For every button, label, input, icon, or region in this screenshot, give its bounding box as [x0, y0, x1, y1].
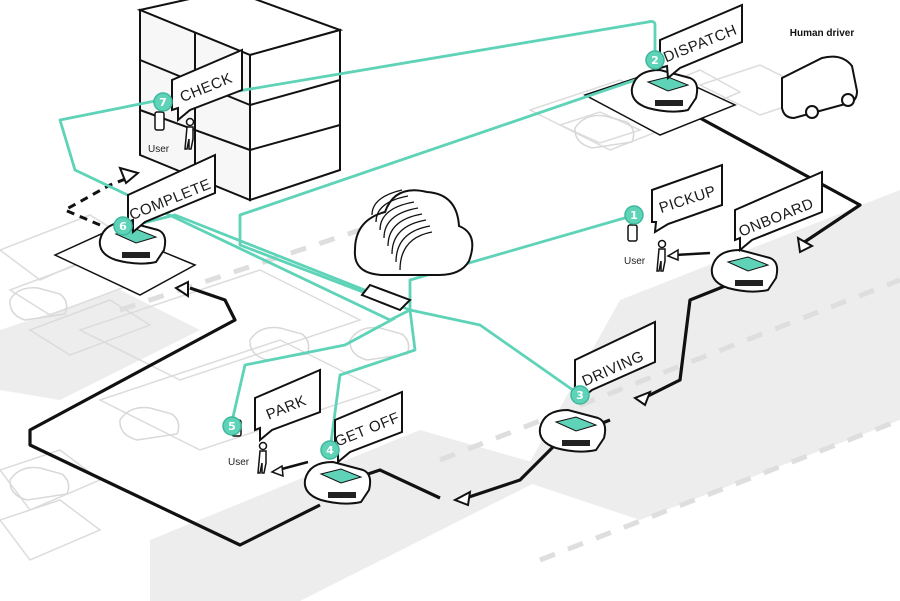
user-label: User [624, 256, 646, 267]
user-label: User [148, 144, 170, 155]
ghost-cars [9, 114, 635, 501]
human-driver-label: Human driver [790, 28, 855, 39]
step-number: 7 [159, 96, 167, 109]
step-marker-3: 3 [570, 385, 590, 405]
step-number: 3 [576, 389, 584, 402]
sign-driving: DRIVING [574, 320, 656, 403]
person-icon [257, 441, 268, 474]
phone-icon [627, 224, 638, 242]
step-marker-6: 6 [113, 216, 133, 236]
user-label: User [228, 457, 250, 468]
exit-dashed-path [61, 176, 129, 227]
exit-arrow [118, 166, 141, 185]
step-number: 6 [119, 220, 127, 233]
step-marker-4: 4 [320, 440, 340, 460]
user-check [154, 111, 195, 150]
car-icon [630, 68, 699, 113]
step-marker-1: 1 [624, 205, 644, 225]
network-connections [58, 20, 657, 451]
car-icon [538, 408, 607, 453]
car-icon [303, 460, 372, 505]
step-marker-7: 7 [153, 92, 173, 112]
step-number: 2 [651, 54, 659, 67]
cloud-server-icon [353, 189, 474, 312]
step-number: 4 [326, 444, 334, 457]
person-icon [656, 239, 667, 272]
step-marker-2: 2 [645, 50, 665, 70]
route-arrows [174, 236, 815, 507]
step-marker-5: 5 [222, 416, 242, 436]
sign-check: CHECK [171, 48, 243, 123]
person-icon [184, 117, 195, 150]
sign-pickup: PICKUP [651, 163, 723, 234]
user-pickup [627, 224, 711, 272]
ground-shadows [0, 190, 900, 601]
sign-park: PARK [254, 368, 321, 443]
car-icon [710, 248, 779, 293]
step-number: 5 [228, 420, 236, 433]
road-markings [119, 227, 900, 563]
step-number: 1 [630, 209, 638, 222]
sign-dispatch: DISPATCH [659, 3, 743, 80]
phone-icon [154, 111, 165, 131]
van-icon [781, 55, 859, 120]
